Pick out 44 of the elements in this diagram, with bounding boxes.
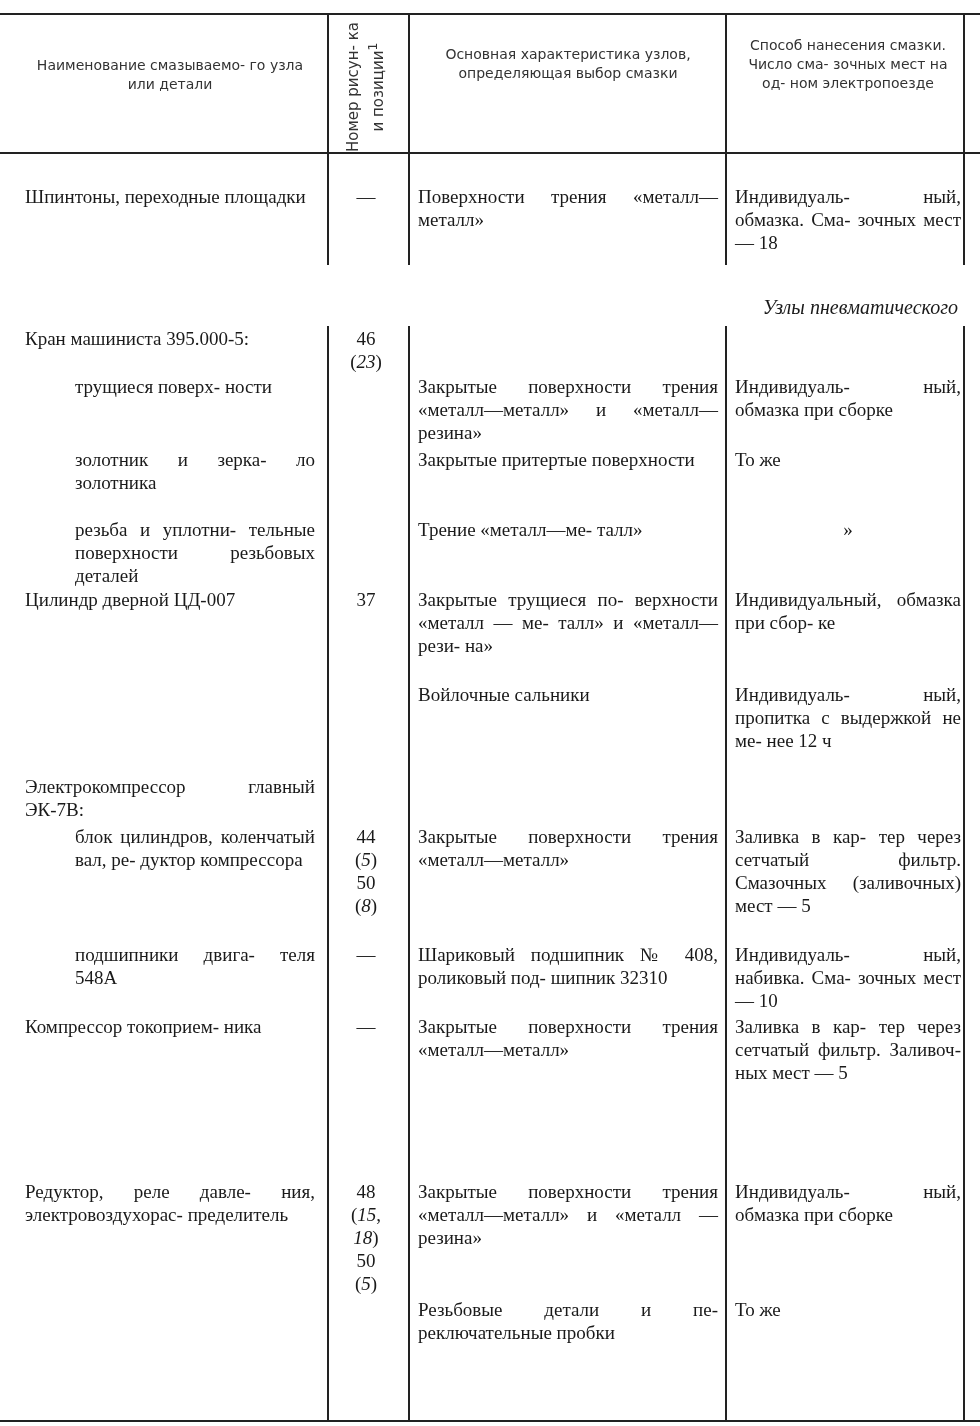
column-header: Способ нанесения смазки. Число сма- зочных мест на од- ном электропоезде	[747, 36, 949, 93]
part-name: трущиеся поверх- ности	[75, 375, 273, 398]
part-name: резьба и уплотни- тельные поверхности резьбовых деталей	[75, 518, 315, 587]
lubrication-method: Индивидуаль- ный, пропитка с выдержкой не ме- нее 12 ч	[735, 683, 961, 752]
section-heading: Узлы пневматического	[762, 296, 958, 319]
lubrication-method: Индивидуаль- ный, набивка. Сма- зочных мест — 10	[735, 943, 961, 1012]
characteristic-text: Закрытые поверхности трения «металл—металл»	[418, 1015, 718, 1061]
figure-number: —	[355, 185, 377, 208]
column-header: Наименование смазываемо- го узла или детали	[35, 56, 305, 94]
part-name: Цилиндр дверной ЦД-007	[25, 588, 237, 611]
figure-number: 37	[355, 588, 377, 611]
lubrication-method: »	[842, 518, 854, 541]
characteristic-text: Закрытые притертые поверхности	[418, 448, 696, 471]
part-name: Компрессор токоприем- ника	[25, 1015, 263, 1038]
characteristic-text: Закрытые поверхности трения «металл—металл» и «металл — резина»	[418, 1180, 718, 1249]
part-name: блок цилиндров, коленчатый вал, ре- дуктор компрессора	[75, 825, 315, 871]
part-name: Кран машиниста 395.000-5:	[25, 327, 250, 350]
part-name: Шпинтоны, переходные площадки	[25, 185, 307, 208]
figure-number: 44 (5) 50 (8)	[353, 825, 379, 917]
characteristic-text: Войлочные сальники	[418, 683, 591, 706]
lubrication-method: Заливка в кар- тер через сетчатый фильтр. Заливоч- ных мест — 5	[735, 1015, 961, 1084]
part-name: подшипники двига- теля 548А	[75, 943, 315, 989]
part-name: Электрокомпрессор главный ЭК-7В:	[25, 775, 315, 821]
characteristic-text: Резьбовые детали и пе- реключательные пробки	[418, 1298, 718, 1344]
column-header: Основная характеристика узлов, определяющая выбор смазки	[444, 45, 692, 83]
characteristic-text: Поверхности трения «металл—металл»	[418, 185, 718, 231]
lubrication-method: То же	[735, 448, 782, 471]
characteristic-text: Закрытые поверхности трения «металл—металл»	[418, 825, 718, 871]
lubrication-method: Индивидуальный, обмазка при сбор- ке	[735, 588, 961, 634]
figure-number: —	[355, 943, 377, 966]
figure-number: 46 (23)	[349, 327, 383, 373]
figure-number: —	[355, 1015, 377, 1038]
lubrication-method: Заливка в кар- тер через сетчатый фильтр. Смазочных (заливочных) мест — 5	[735, 825, 961, 917]
characteristic-text: Закрытые поверхности трения «металл—металл» и «металл—резина»	[418, 375, 718, 444]
lubrication-method: Индивидуаль- ный, обмазка при сборке	[735, 1180, 961, 1226]
lubrication-method: Индивидуаль- ный, обмазка. Сма- зочных мест — 18	[735, 185, 961, 254]
part-name: Редуктор, реле давле- ния, электровоздухорас- пределитель	[25, 1180, 315, 1226]
lubrication-method: Индивидуаль- ный, обмазка при сборке	[735, 375, 961, 421]
part-name: золотник и зерка- ло золотника	[75, 448, 315, 494]
lubrication-method: То же	[735, 1298, 782, 1321]
figure-number: 48 (15, 18) 50 (5)	[349, 1180, 383, 1295]
characteristic-text: Шариковый подшипник № 408, роликовый под- шипник 32310	[418, 943, 718, 989]
characteristic-text: Закрытые трущиеся по- верхности «металл — ме- талл» и «металл—рези- на»	[418, 588, 718, 657]
characteristic-text: Трение «металл—ме- талл»	[418, 518, 644, 541]
